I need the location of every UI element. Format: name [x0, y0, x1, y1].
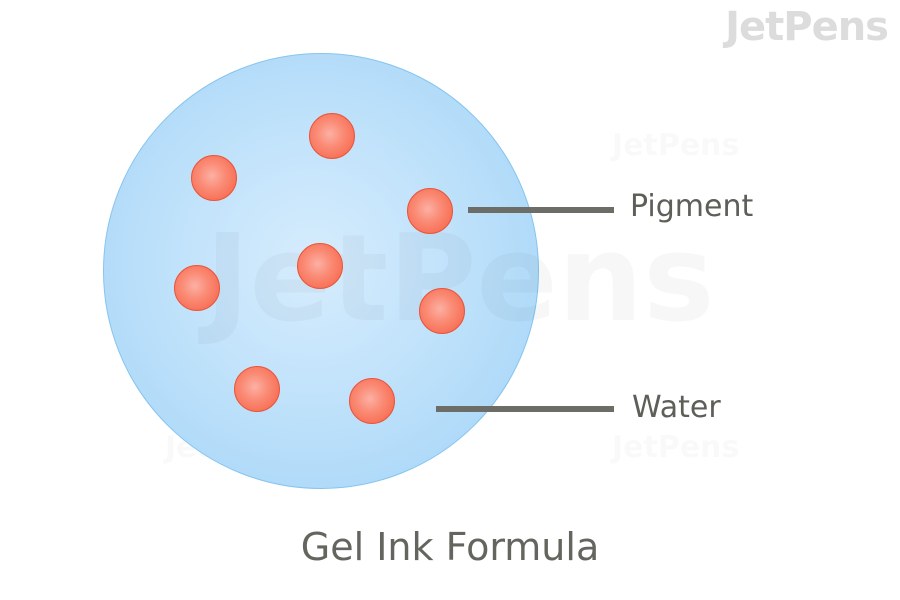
pigment-particle — [174, 265, 220, 311]
water-label: Water — [632, 390, 721, 425]
pigment-particle — [297, 243, 343, 289]
watermark-large: JetPens — [205, 210, 715, 349]
pigment-label: Pigment — [630, 189, 754, 224]
water-leader-line — [436, 406, 614, 412]
pigment-particle — [191, 155, 237, 201]
pigment-particle — [234, 366, 280, 412]
pigment-particle — [419, 288, 465, 334]
diagram-title: Gel Ink Formula — [300, 525, 600, 569]
pigment-particle — [349, 378, 395, 424]
pigment-particle — [407, 188, 453, 234]
watermark: JetPens — [612, 128, 739, 163]
watermark: JetPens — [612, 430, 739, 465]
pigment-particle — [309, 113, 355, 159]
jetpens-logo: JetPens — [725, 4, 889, 50]
pigment-leader-line — [468, 207, 614, 213]
